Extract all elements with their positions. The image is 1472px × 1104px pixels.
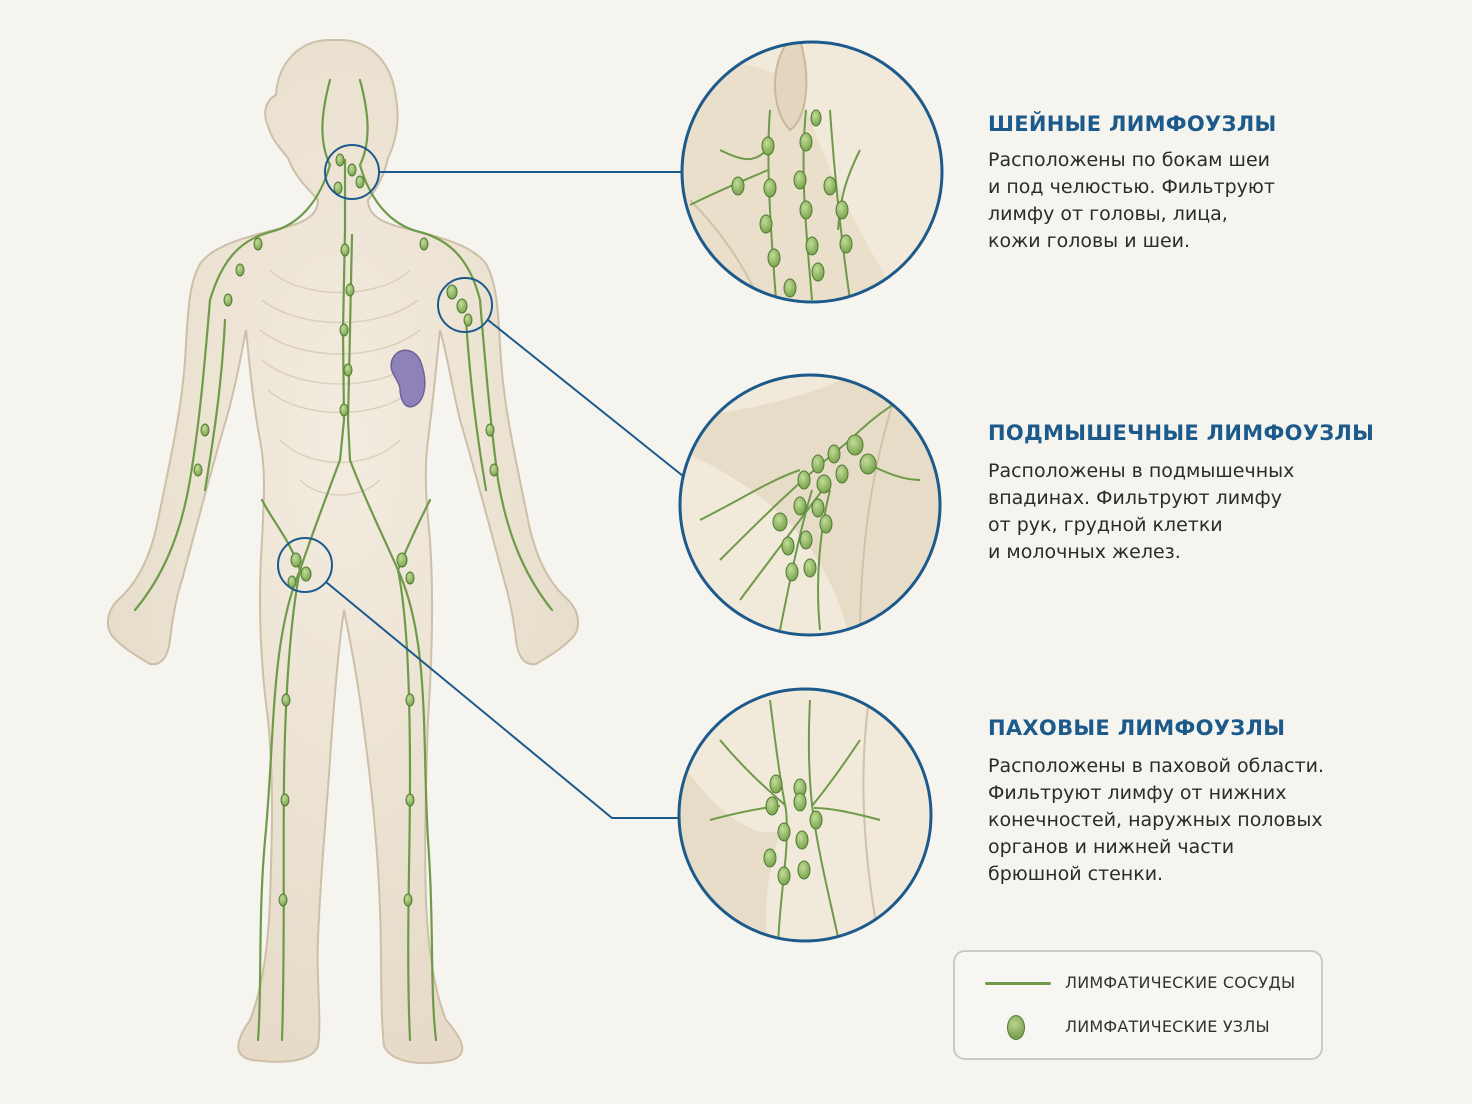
- axillary-line-1: Расположены в подмышечных: [988, 460, 1295, 482]
- legend-vessels-row: ЛИМФАТИЧЕСКИЕ СОСУДЫ: [955, 966, 1321, 1002]
- groin-callout-circle: [277, 537, 333, 593]
- vessel-line-icon: [985, 982, 1051, 985]
- groin-connector: [325, 581, 680, 819]
- inguinal-line-5: брюшной стенки.: [988, 863, 1164, 885]
- axillary-line-3: от рук, грудной клетки: [988, 514, 1223, 536]
- inguinal-line-2: Фильтруют лимфу от нижних: [988, 782, 1287, 804]
- inguinal-line-1: Расположены в паховой области.: [988, 755, 1325, 777]
- neck-detail: [680, 40, 944, 304]
- armpit-callout-circle: [437, 277, 493, 333]
- axillary-line-4: и молочных желез.: [988, 541, 1181, 563]
- body-lymph-nodes: [193, 153, 499, 907]
- armpit-detail: [678, 373, 942, 637]
- inguinal-description: Расположены в паховой области. Фильтруют…: [988, 753, 1388, 888]
- cervical-line-4: кожи головы и шеи.: [988, 230, 1191, 252]
- legend-nodes-label: ЛИМФАТИЧЕСКИЕ УЗЛЫ: [1065, 1017, 1270, 1036]
- spleen: [390, 349, 426, 408]
- legend-nodes-row: ЛИМФАТИЧЕСКИЕ УЗЛЫ: [955, 1010, 1321, 1046]
- cervical-line-2: и под челюстью. Фильтруют: [988, 176, 1275, 198]
- axillary-description: Расположены в подмышечных впадинах. Филь…: [988, 458, 1388, 566]
- inguinal-line-3: конечностей, наружных половых: [988, 809, 1323, 831]
- human-body: [107, 39, 579, 1065]
- cervical-line-3: лимфу от головы, лица,: [988, 203, 1228, 225]
- axillary-title: ПОДМЫШЕЧНЫЕ ЛИМФОУЗЛЫ: [988, 421, 1375, 445]
- body-outline: [107, 39, 579, 1065]
- cervical-line-1: Расположены по бокам шеи: [988, 149, 1270, 171]
- cervical-description: Расположены по бокам шеи и под челюстью.…: [988, 147, 1388, 255]
- lymph-node-icon: [1007, 1015, 1025, 1040]
- cervical-title: ШЕЙНЫЕ ЛИМФОУЗЛЫ: [988, 112, 1277, 136]
- inguinal-line-4: органов и нижней части: [988, 836, 1235, 858]
- axillary-line-2: впадинах. Фильтруют лимфу: [988, 487, 1282, 509]
- callout-connectors: [277, 144, 689, 819]
- legend-vessels-label: ЛИМФАТИЧЕСКИЕ СОСУДЫ: [1065, 973, 1296, 992]
- groin-detail: [677, 687, 933, 943]
- legend: ЛИМФАТИЧЕСКИЕ СОСУДЫ ЛИМФАТИЧЕСКИЕ УЗЛЫ: [953, 950, 1323, 1060]
- inguinal-title: ПАХОВЫЕ ЛИМФОУЗЛЫ: [988, 716, 1286, 740]
- ribcage-hint: [259, 269, 421, 496]
- armpit-connector: [487, 319, 689, 481]
